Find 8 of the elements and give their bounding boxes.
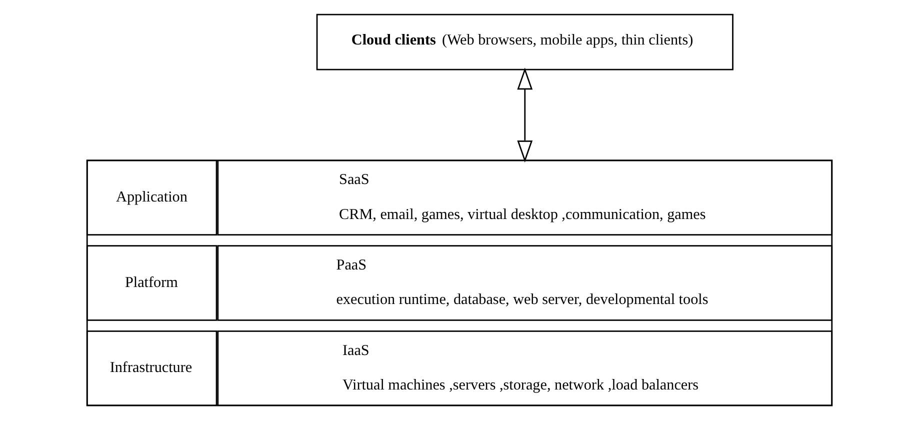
node-box: IaaS Virtual machines ,servers ,storage, network ,load balancers xyxy=(216,330,832,406)
arrow xyxy=(516,67,532,162)
node-box: SaaS CRM, email, games, virtual desktop ,communication, games xyxy=(216,159,832,235)
node-box: Application xyxy=(86,159,217,235)
node-box: Platform xyxy=(86,244,217,320)
node-box: Infrastructure xyxy=(86,330,217,406)
node-box: PaaS execution runtime, database, web server, developmental tools xyxy=(216,244,832,320)
node-box: Cloud clients (Web browsers, mobile apps, thin clients) xyxy=(316,13,733,70)
